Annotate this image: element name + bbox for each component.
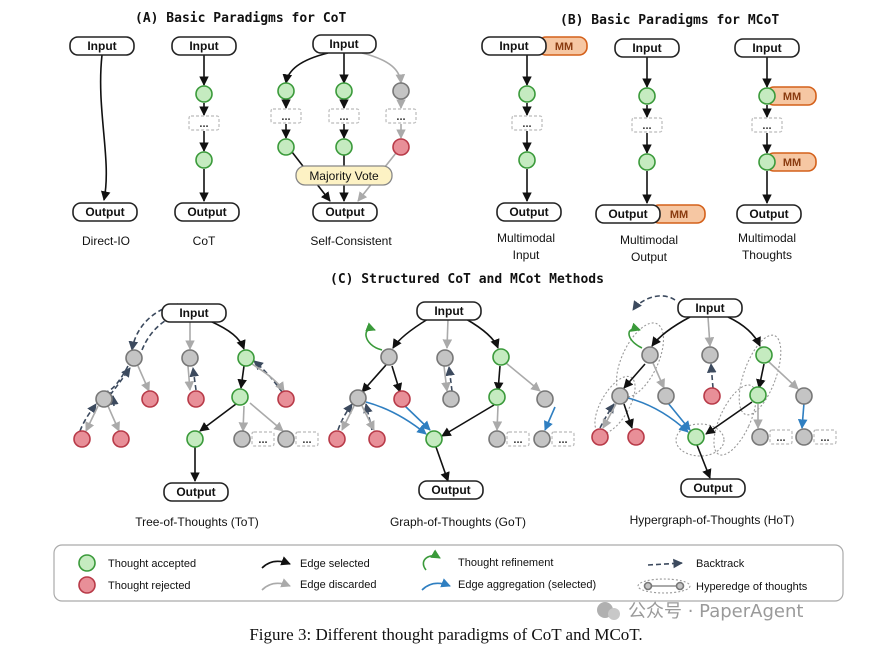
hot-ellipsis-2: ... xyxy=(820,432,829,444)
multimodal-output-diagram: Input ... MM Output Multimodal Output xyxy=(595,38,706,264)
hot-ellipsis-1: ... xyxy=(776,432,785,444)
hot-input: Input xyxy=(695,301,724,315)
tot-label: Tree-of-Thoughts (ToT) xyxy=(135,515,259,529)
tot-input: Input xyxy=(179,306,208,320)
legend-discarded: Edge discarded xyxy=(300,579,376,591)
self-consistent-label: Self-Consistent xyxy=(310,234,392,248)
got-label: Graph-of-Thoughts (GoT) xyxy=(390,515,526,529)
mm-thoughts-label-1: Multimodal xyxy=(738,231,796,245)
sc-ellipsis-3: ... xyxy=(396,111,405,123)
mm-input-label-2: Input xyxy=(513,248,540,262)
section-a-title: (A) Basic Paradigms for CoT xyxy=(135,11,346,26)
mm-input-output: Output xyxy=(509,205,548,219)
mm-output-label-1: Multimodal xyxy=(620,233,678,247)
mm-thoughts-mm-2: MM xyxy=(783,157,801,169)
legend-refinement: Thought refinement xyxy=(458,557,553,569)
sc-input: Input xyxy=(329,37,358,51)
hot-label: Hypergraph-of-Thoughts (HoT) xyxy=(630,513,795,527)
section-c-title: (C) Structured CoT and MCot Methods xyxy=(330,272,604,287)
majority-vote: Majority Vote xyxy=(309,169,379,183)
got-diagram: Input ... ... Output Graph-of-Thoughts (… xyxy=(328,301,575,529)
direct-io-output: Output xyxy=(85,205,124,219)
cot-output: Output xyxy=(187,205,226,219)
hot-output: Output xyxy=(693,481,732,495)
self-consistent-diagram: Input ... ... ... Majority Vote Output S… xyxy=(270,34,417,248)
multimodal-thoughts-diagram: Input MM ... MM Output Multimodal Though… xyxy=(734,38,817,262)
sc-output: Output xyxy=(325,205,364,219)
legend-selected: Edge selected xyxy=(300,558,370,570)
tot-output: Output xyxy=(176,485,215,499)
mm-input-input: Input xyxy=(499,39,528,53)
legend-accepted: Thought accepted xyxy=(108,558,196,570)
mm-input-ellipsis: ... xyxy=(522,118,531,130)
cot-label: CoT xyxy=(193,234,216,248)
mm-thoughts-input: Input xyxy=(752,41,781,55)
tot-ellipsis-1: ... xyxy=(258,434,267,446)
mm-output-ellipsis: ... xyxy=(642,120,651,132)
direct-io-label: Direct-IO xyxy=(82,234,130,248)
figure-caption: Figure 3: Different thought paradigms of… xyxy=(249,625,642,644)
direct-io-diagram: Input Output Direct-IO xyxy=(69,36,138,248)
section-b-title: (B) Basic Paradigms for MCoT xyxy=(560,13,779,28)
mm-thoughts-ellipsis: ... xyxy=(762,120,771,132)
mm-output-input: Input xyxy=(632,41,661,55)
mm-thoughts-mm-1: MM xyxy=(783,91,801,103)
mm-output-label-2: Output xyxy=(631,250,668,264)
cot-diagram: Input ... Output CoT xyxy=(171,36,240,248)
legend-hyperedge: Hyperedge of thoughts xyxy=(696,581,808,593)
multimodal-input-diagram: MM Input ... Output Multimodal Input xyxy=(481,36,588,262)
legend-backtrack: Backtrack xyxy=(696,558,745,570)
mm-output-mm: MM xyxy=(670,209,688,221)
sc-ellipsis-2: ... xyxy=(339,111,348,123)
watermark: 公众号 · PaperAgent xyxy=(597,601,803,622)
mm-output-output: Output xyxy=(608,207,647,221)
mm-input-mm: MM xyxy=(555,41,573,53)
sc-ellipsis-1: ... xyxy=(281,111,290,123)
got-ellipsis-2: ... xyxy=(558,434,567,446)
cot-ellipsis: ... xyxy=(199,118,208,130)
tot-diagram: Input ... ... Output Tree-of-Thoughts (T… xyxy=(73,303,319,529)
mm-thoughts-label-2: Thoughts xyxy=(742,248,792,262)
got-input: Input xyxy=(434,304,463,318)
legend-rejected: Thought rejected xyxy=(108,580,191,592)
legend: Thought accepted Thought rejected Edge s… xyxy=(53,544,844,602)
watermark-text: 公众号 · PaperAgent xyxy=(628,601,803,622)
hot-diagram: Input ... ... Output Hypergraph-of-Thoug… xyxy=(591,295,837,527)
mm-thoughts-output: Output xyxy=(749,207,788,221)
tot-ellipsis-2: ... xyxy=(302,434,311,446)
got-output: Output xyxy=(431,483,470,497)
direct-io-input: Input xyxy=(87,39,116,53)
got-ellipsis-1: ... xyxy=(513,434,522,446)
mm-input-label-1: Multimodal xyxy=(497,231,555,245)
cot-input: Input xyxy=(189,39,218,53)
legend-aggregation: Edge aggregation (selected) xyxy=(458,579,596,591)
